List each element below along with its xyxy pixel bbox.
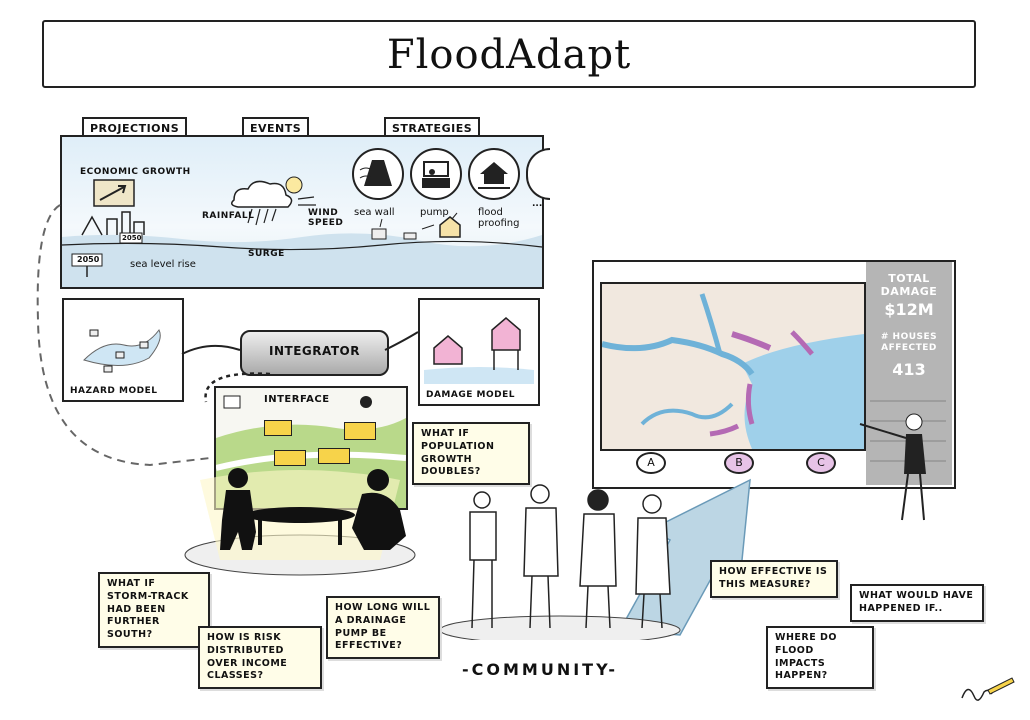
option-c-button[interactable]: C <box>806 452 836 474</box>
surge-label: SURGE <box>248 249 285 259</box>
damage-model-label: DAMAGE MODEL <box>426 390 515 400</box>
houses-affected-value: 413 <box>892 360 926 379</box>
flood-proofing-label: flood proofing <box>478 207 520 229</box>
integrator-label: INTEGRATOR <box>269 344 360 358</box>
hazard-model-box: HAZARD MODEL <box>62 298 184 402</box>
interface-callout <box>274 450 306 466</box>
scenario-scene: ECONOMIC GROWTH RAINFALL WIND SPEED SURG… <box>60 135 544 289</box>
question-risk-distribution: HOW IS RISK DISTRIBUTED OVER INCOME CLAS… <box>198 626 322 690</box>
flood-proofing-icon[interactable] <box>468 148 520 200</box>
interface-callout <box>264 420 292 436</box>
presenter-figure <box>859 413 926 521</box>
option-b-button[interactable]: B <box>724 452 754 474</box>
page-title: FloodAdapt <box>386 32 632 78</box>
year-label: 2050 <box>122 234 142 242</box>
option-a-button[interactable]: A <box>636 452 666 474</box>
total-damage-value: $12M <box>884 300 934 319</box>
question-stormtrack: WHAT IF STORM-TRACK HAD BEEN FURTHER SOU… <box>98 572 210 649</box>
impact-map <box>600 282 866 451</box>
question-measure-effectiveness: HOW EFFECTIVE IS THIS MEASURE? <box>710 560 838 598</box>
title-banner: FloodAdapt <box>42 20 976 88</box>
tab-events[interactable]: EVENTS <box>242 117 310 140</box>
rainfall-label: RAINFALL <box>202 211 255 221</box>
sea-level-rise-label: sea level rise <box>130 259 196 270</box>
tab-strategies[interactable]: STRATEGIES <box>384 117 481 140</box>
scene-illustration <box>62 176 542 287</box>
economic-growth-label: ECONOMIC GROWTH <box>80 167 191 177</box>
year-label: 2050 <box>77 255 100 264</box>
dashboard-metrics-panel: TOTAL DAMAGE $12M # HOUSES AFFECTED 413 <box>866 262 952 485</box>
damage-model-box: DAMAGE MODEL <box>418 298 540 406</box>
pump-label: pump <box>420 207 449 218</box>
sea-wall-icon[interactable] <box>352 148 404 200</box>
community-people <box>439 484 681 640</box>
more-strategies-ellipsis: ... <box>532 199 543 209</box>
total-damage-label: TOTAL DAMAGE <box>880 272 938 299</box>
artist-signature <box>961 677 1015 701</box>
hazard-model-label: HAZARD MODEL <box>70 386 158 396</box>
feedback-loop-arrow <box>36 204 211 467</box>
connector-cables <box>181 331 419 403</box>
interface-label: INTERFACE <box>264 394 330 405</box>
planning-table-group <box>184 468 416 576</box>
interface-callout <box>318 448 350 464</box>
impact-map-drawing <box>602 293 864 449</box>
question-what-would-have-happened: WHAT WOULD HAVE HAPPENED IF.. <box>850 584 984 622</box>
interface-callout <box>344 422 376 440</box>
question-drainage-pump: HOW LONG WILL A DRAINAGE PUMP BE EFFECTI… <box>326 596 440 660</box>
question-where-impacts: WHERE DO FLOOD IMPACTS HAPPEN? <box>766 626 874 690</box>
damage-houses-icon <box>424 317 534 384</box>
wind-speed-label: WIND SPEED <box>308 208 344 228</box>
pump-icon[interactable] <box>410 148 462 200</box>
houses-affected-label: # HOUSES AFFECTED <box>880 332 938 353</box>
dashboard-screen: TOTAL DAMAGE $12M # HOUSES AFFECTED 413 … <box>592 260 956 489</box>
integrator-device: INTEGRATOR <box>240 330 389 376</box>
community-label: -COMMUNITY- <box>462 660 618 679</box>
hazard-map-icon <box>83 329 161 373</box>
sea-wall-label: sea wall <box>354 207 395 218</box>
question-population-growth: WHAT IF POPULATION GROWTH DOUBLES? <box>412 422 530 486</box>
